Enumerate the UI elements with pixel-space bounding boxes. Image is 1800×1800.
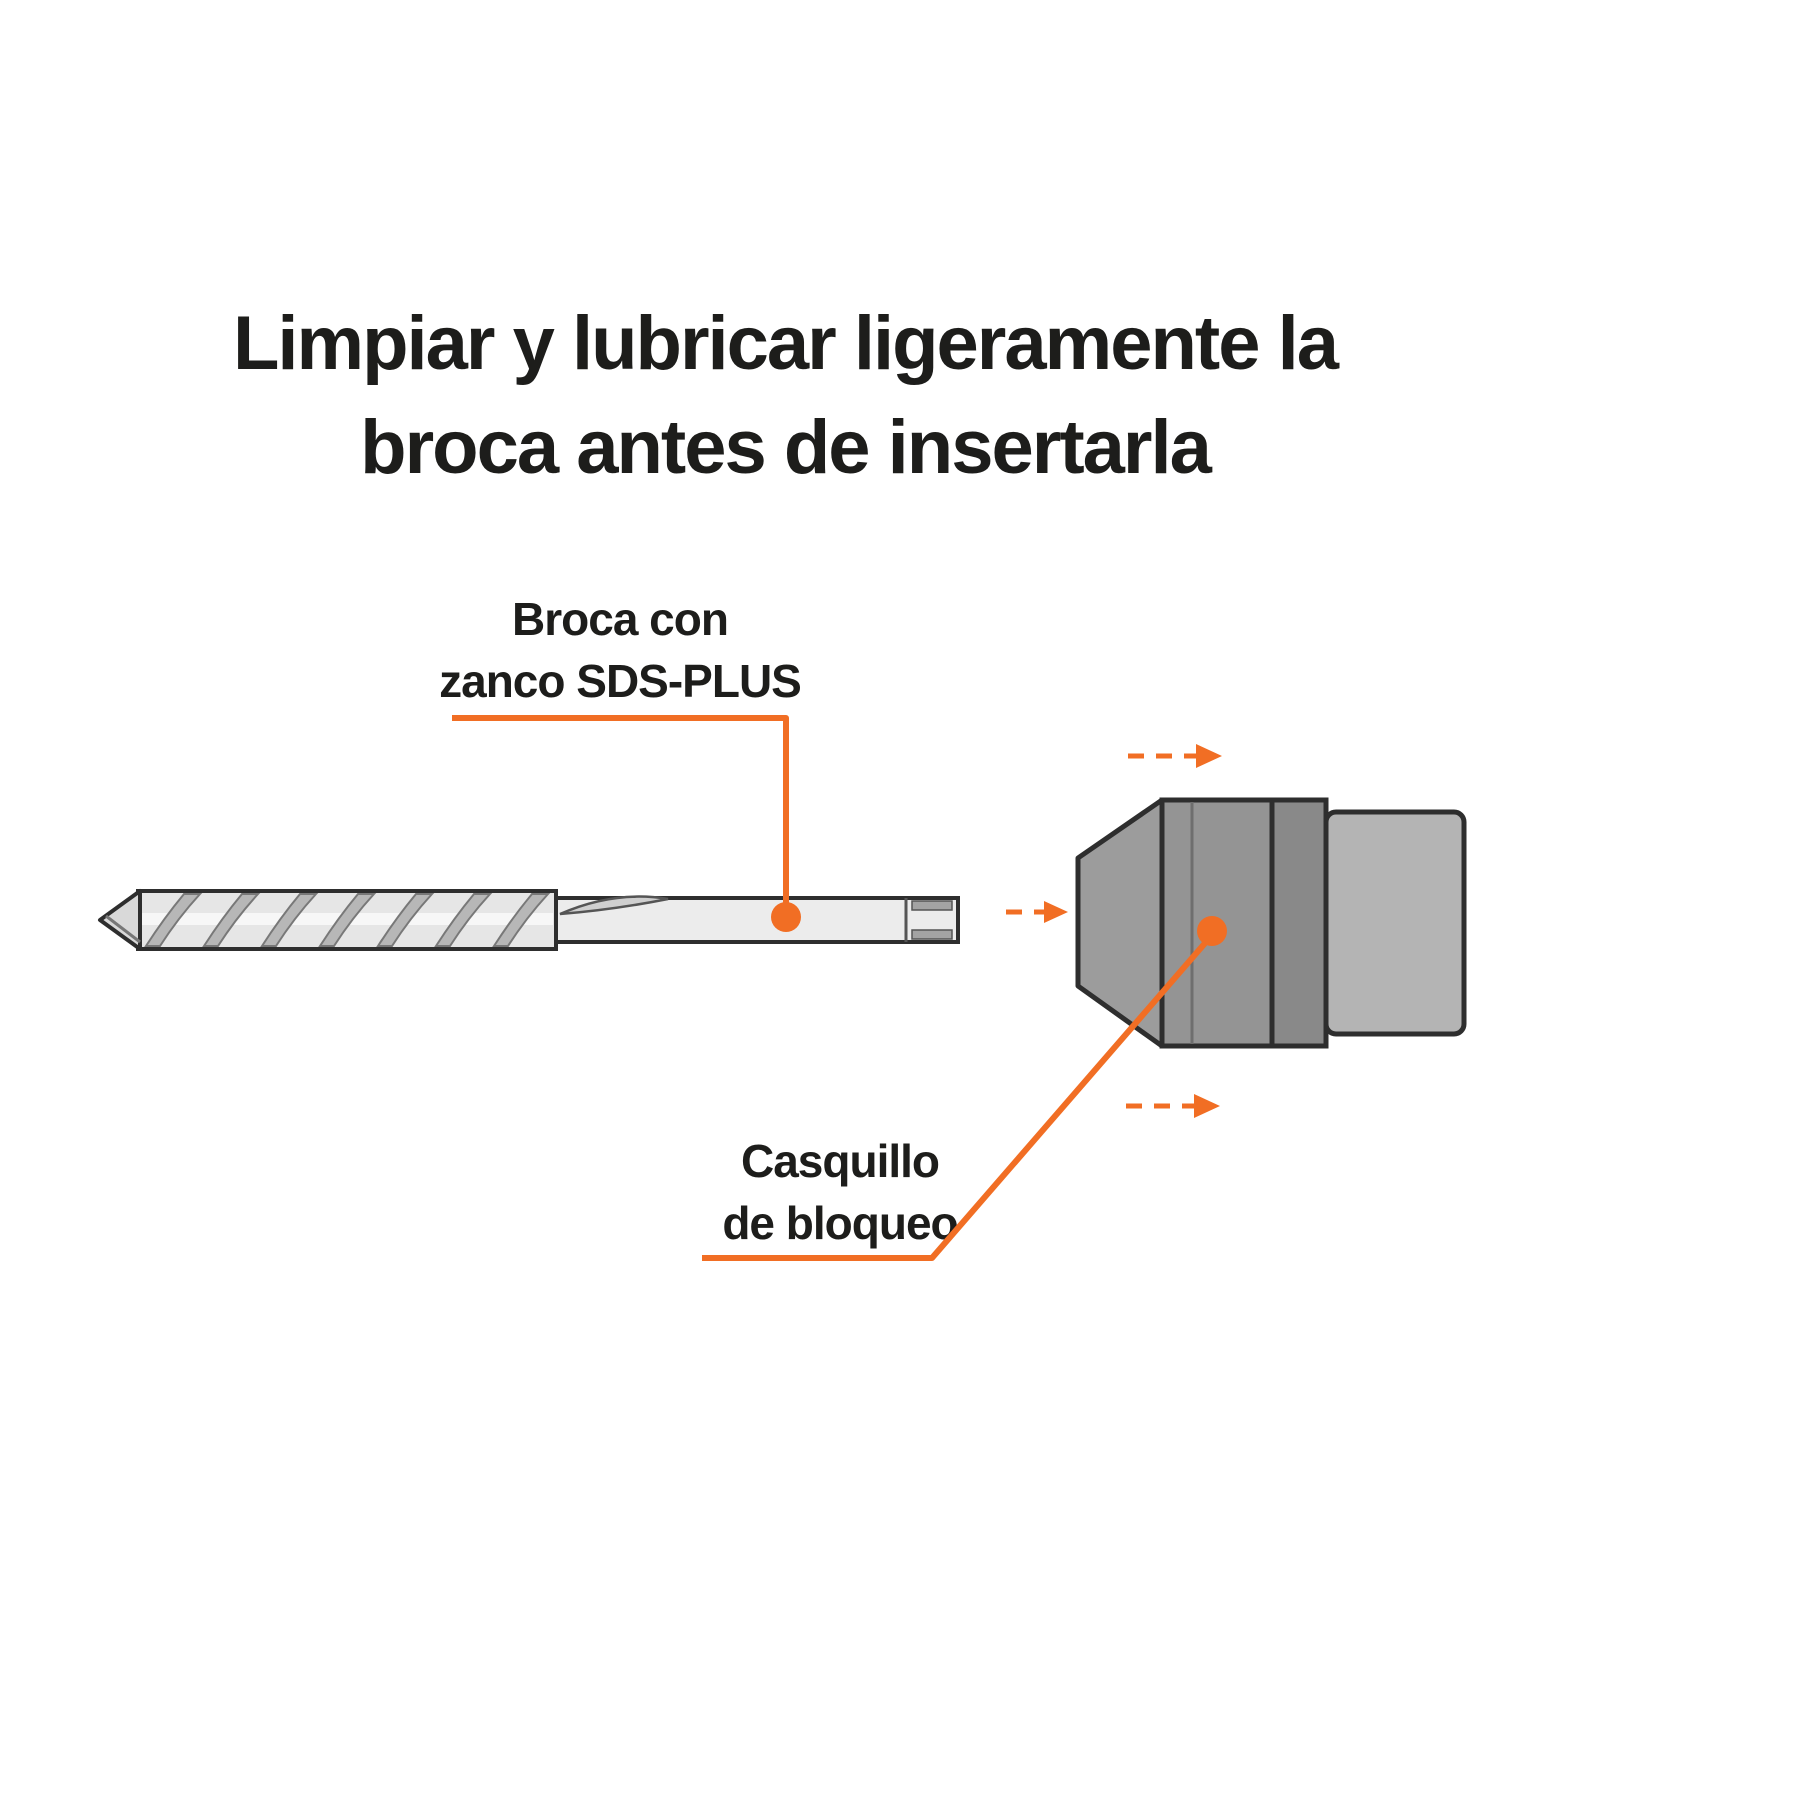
drill-bit	[98, 889, 960, 951]
title-line-2: broca antes de insertarla	[360, 405, 1212, 490]
callout-dot-icon	[1197, 916, 1227, 946]
callout-lines	[452, 715, 1209, 1261]
chuck	[1075, 797, 1467, 1049]
title-line-1: Limpiar y lubricar ligeramente la	[233, 301, 1339, 386]
flute-spirals	[144, 893, 551, 947]
sds-slot-bottom	[911, 929, 953, 940]
sds-slot-top	[911, 900, 953, 911]
locking-sleeve-callout-line	[702, 940, 1209, 1261]
arrowhead-icon	[1194, 1094, 1220, 1118]
locking-sleeve-label: Casquillo de bloqueo	[490, 1130, 1190, 1254]
drill-bit-tip	[98, 889, 142, 951]
arrowhead-icon	[1196, 744, 1222, 768]
locking-sleeve-label-line-2: de bloqueo	[722, 1197, 958, 1249]
insert-direction-arrowheads	[1044, 744, 1222, 1118]
arrowhead-icon	[1044, 901, 1068, 923]
drill-bit-label-line-1: Broca con	[512, 593, 729, 645]
page-title: Limpiar y lubricar ligeramente la broca …	[0, 292, 1570, 500]
locking-sleeve-label-line-1: Casquillo	[740, 1135, 940, 1187]
drill-bit-tip-facet	[105, 914, 141, 944]
drill-bit-label-line-2: zanco SDS-PLUS	[439, 655, 802, 707]
chuck-rear-body	[1323, 809, 1467, 1037]
callout-dots	[771, 902, 1227, 946]
drill-bit-label: Broca con zanco SDS-PLUS	[270, 588, 970, 712]
flute-runout	[559, 895, 669, 916]
callout-dot-icon	[771, 902, 801, 932]
chuck-ring	[1269, 797, 1329, 1049]
drill-bit-callout-line	[452, 715, 789, 904]
insert-direction-arrow-lines	[1006, 753, 1196, 1109]
